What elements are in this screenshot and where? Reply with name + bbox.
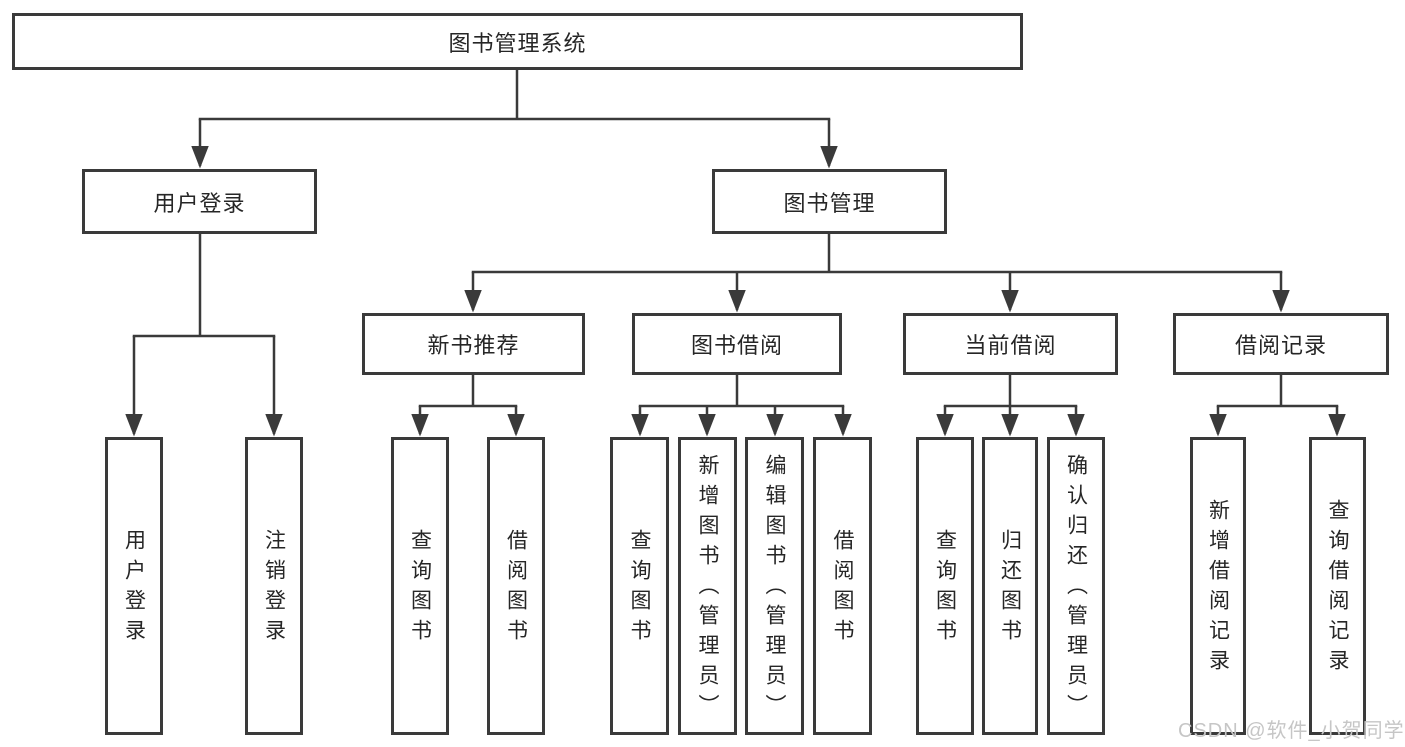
leaf-records-query-record: 查询借阅记录 — [1309, 437, 1366, 735]
leaf-newbooks-query-books: 查询图书 — [391, 437, 449, 735]
leaf-borrowing-add-books-admin: 新增图书（管理员） — [678, 437, 737, 735]
node-borrowing-records: 借阅记录 — [1173, 313, 1389, 375]
csdn-watermark: CSDN @软件_小贺同学 — [1178, 720, 1405, 742]
leaf-current-return-books: 归还图书 — [982, 437, 1038, 735]
node-new-book-recommendation: 新书推荐 — [362, 313, 585, 375]
leaf-user-login: 用户登录 — [105, 437, 163, 735]
leaf-logout: 注销登录 — [245, 437, 303, 735]
node-book-borrowing: 图书借阅 — [632, 313, 842, 375]
leaf-borrowing-edit-books-admin: 编辑图书（管理员） — [745, 437, 804, 735]
node-current-borrowing: 当前借阅 — [903, 313, 1118, 375]
leaf-newbooks-borrow-books: 借阅图书 — [487, 437, 545, 735]
leaf-borrowing-query-books: 查询图书 — [610, 437, 669, 735]
leaf-records-add-record: 新增借阅记录 — [1190, 437, 1246, 735]
leaf-current-confirm-return-admin: 确认归还（管理员） — [1047, 437, 1105, 735]
node-root-library-system: 图书管理系统 — [12, 13, 1023, 70]
node-book-management: 图书管理 — [712, 169, 947, 234]
leaf-borrowing-borrow-books: 借阅图书 — [813, 437, 872, 735]
node-user-login-group: 用户登录 — [82, 169, 317, 234]
leaf-current-query-books: 查询图书 — [916, 437, 974, 735]
